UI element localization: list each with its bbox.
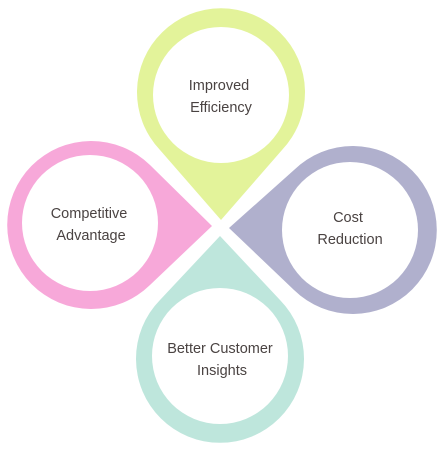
petal-top-inner [153,27,289,163]
petal-left-label: Competitive Advantage [51,206,132,244]
petal-right-inner [282,162,418,298]
petal-right-label: Cost Reduction [317,210,382,248]
petal-better-customer-insights: Better Customer Insights [136,236,304,443]
petal-bottom-label: Better Customer Insights [167,341,277,379]
petal-top-label: Improved Efficiency [189,78,253,116]
petal-improved-efficiency: Improved Efficiency [137,8,305,221]
petal-left-inner [22,155,158,291]
petal-bottom-inner [152,288,288,424]
petal-competitive-advantage: Competitive Advantage [7,141,212,309]
petal-cost-reduction: Cost Reduction [229,146,437,314]
